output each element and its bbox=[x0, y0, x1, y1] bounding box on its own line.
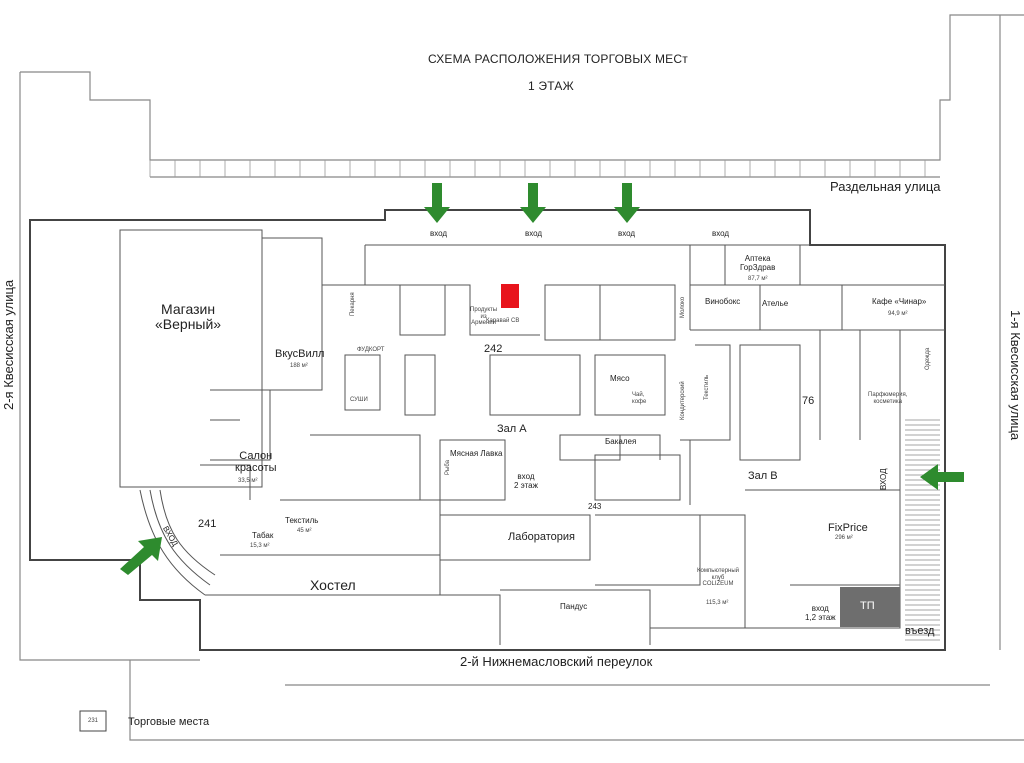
store-apteka: Аптека ГорЗдрав bbox=[740, 254, 776, 272]
store-tekstil: Текстиль bbox=[285, 516, 319, 525]
store-fixprice: FixPrice bbox=[828, 522, 868, 534]
store-hostel: Хостел bbox=[310, 577, 356, 593]
store-riba: Рыба bbox=[445, 460, 451, 475]
zone-a: Зал А bbox=[497, 423, 527, 435]
store-myasnaya: Мясная Лавка bbox=[450, 449, 503, 458]
store-karavai: Каравай СВ bbox=[486, 318, 520, 324]
legend-code: 231 bbox=[88, 718, 99, 724]
store-konditer: Кондитерский bbox=[680, 381, 686, 420]
store-apteka-area: 87,7 м² bbox=[748, 276, 768, 282]
entrance-label-2: вход bbox=[525, 229, 543, 238]
store-vinoboks: Винобокс bbox=[705, 297, 741, 306]
store-vkusvill-area: 188 м² bbox=[290, 363, 308, 369]
store-kafe: Кафе «Чинар» bbox=[872, 297, 927, 306]
foodcourt-label: ФУДКОРТ bbox=[357, 347, 385, 353]
entrance-floor12: вход 1,2 этаж bbox=[805, 604, 836, 622]
store-laboratoriya: Лаборатория bbox=[508, 531, 575, 543]
store-sushi: СУШИ bbox=[350, 397, 368, 403]
store-tekstil2: Текстиль bbox=[704, 374, 710, 400]
entrance-vehicle: въезд bbox=[905, 625, 935, 637]
store-tabak-area: 15,3 м² bbox=[250, 543, 270, 549]
store-salon: Салон красоты bbox=[235, 450, 277, 475]
street-west: 2-я Квесисская улица bbox=[1, 279, 16, 410]
store-verny: Магазин «Верный» bbox=[155, 301, 222, 333]
store-moloko: Молоко bbox=[680, 296, 686, 318]
entrance-floor2: вход 2 этаж bbox=[514, 472, 538, 490]
street-east: 1-я Квесисская улица bbox=[1008, 310, 1023, 441]
zone-76: 76 bbox=[802, 395, 815, 407]
store-produkty: Продукты из Армении bbox=[470, 307, 498, 327]
store-atele: Ателье bbox=[762, 299, 789, 308]
floor-label: 1 ЭТАЖ bbox=[528, 79, 574, 93]
store-bakaleya: Бакалея bbox=[605, 437, 637, 446]
zone-b: Зал В bbox=[748, 470, 778, 482]
store-parfyum: Парфюмерия, косметика bbox=[868, 392, 908, 405]
store-kompklub: Компьютерный клуб COLIZEUM bbox=[697, 568, 740, 588]
street-north: Раздельная улица bbox=[830, 179, 941, 194]
store-kafe-area: 94,9 м² bbox=[888, 311, 908, 317]
store-chai: Чай, кофе bbox=[632, 392, 647, 405]
store-myaso: Мясо bbox=[610, 374, 630, 383]
store-tp: ТП bbox=[860, 600, 875, 612]
entrance-label-1: вход bbox=[430, 229, 448, 238]
store-pekarnya: Пекарня bbox=[350, 292, 356, 316]
legend-swatch bbox=[79, 710, 107, 732]
map-title: СХЕМА РАСПОЛОЖЕНИЯ ТОРГОВЫХ МЕСт bbox=[428, 52, 688, 66]
store-salon-area: 33,5 м² bbox=[238, 478, 258, 484]
store-tabak: Табак bbox=[252, 531, 274, 540]
zone-242: 242 bbox=[484, 343, 503, 355]
entrance-label-3: вход bbox=[618, 229, 636, 238]
store-pandus: Пандус bbox=[560, 602, 588, 611]
store-odezhda: Одежда bbox=[925, 347, 931, 370]
store-vkusvill: ВкусВилл bbox=[275, 348, 325, 360]
highlighted-stall bbox=[501, 284, 519, 308]
zone-241: 241 bbox=[198, 518, 217, 530]
street-south: 2-й Нижнемасловский переулок bbox=[460, 654, 653, 669]
transformer-box bbox=[840, 587, 900, 627]
entrance-label-4: вход bbox=[712, 229, 730, 238]
store-tekstil-area: 45 м² bbox=[297, 528, 312, 534]
zone-243: 243 bbox=[588, 502, 602, 511]
entrance-east: ВХОД bbox=[879, 468, 888, 490]
store-kompklub-area: 115,3 м² bbox=[706, 600, 729, 606]
legend-label: Торговые места bbox=[128, 716, 210, 728]
store-fixprice-area: 296 м² bbox=[835, 535, 853, 541]
